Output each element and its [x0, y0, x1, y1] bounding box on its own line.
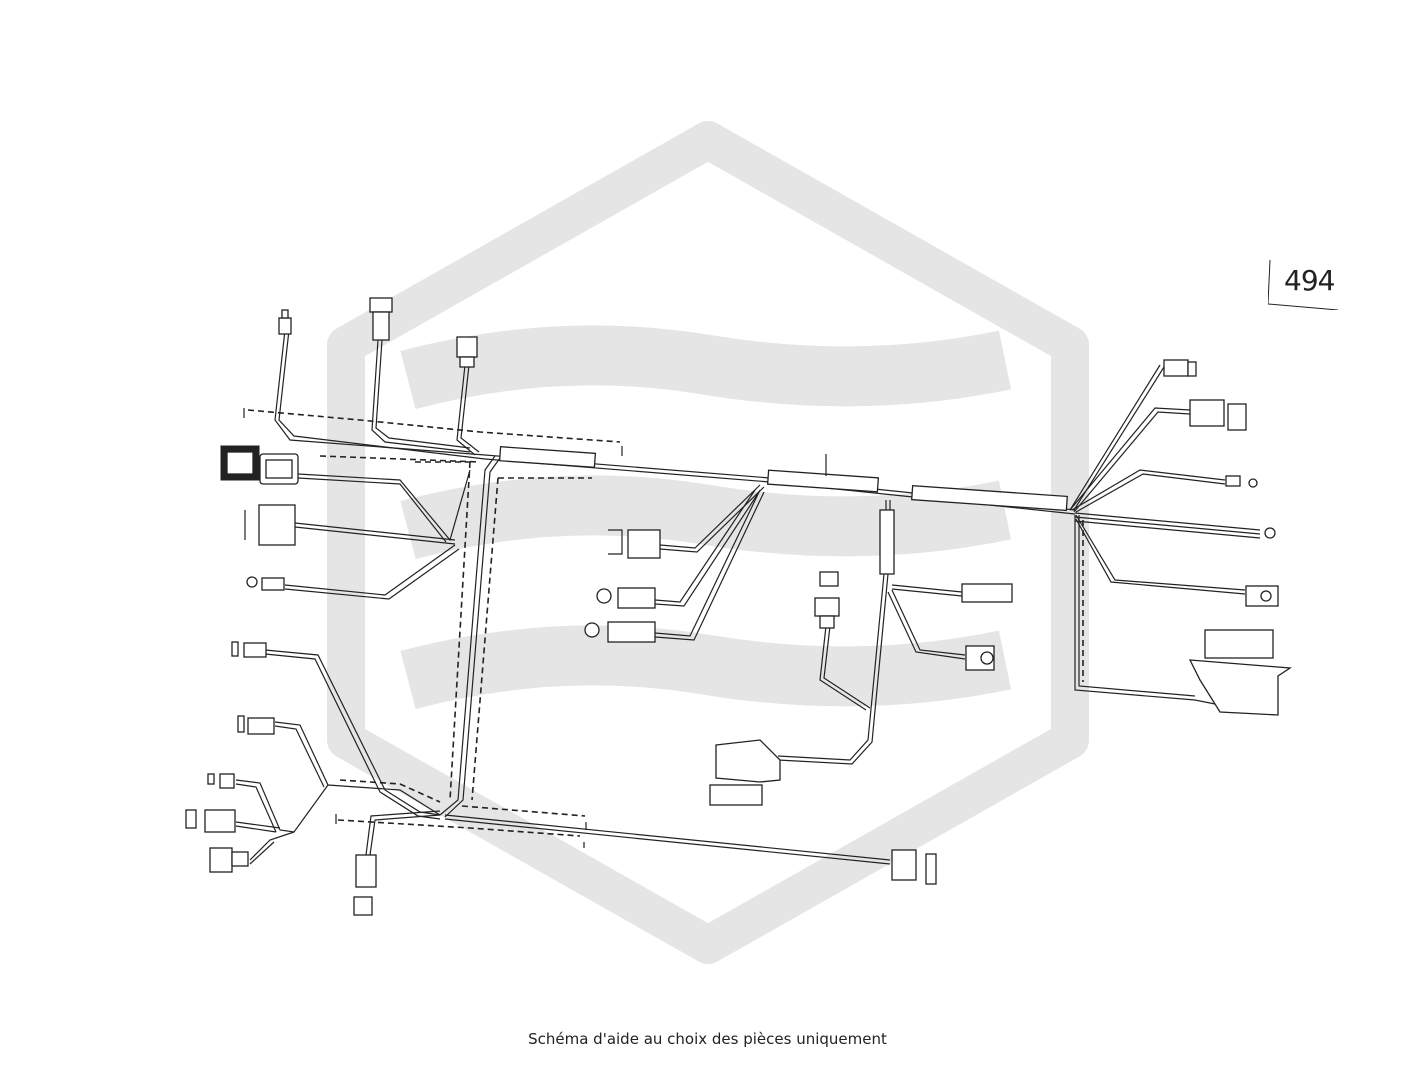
watermark-logo: [327, 121, 1089, 964]
bottom-branch: [444, 814, 937, 885]
reference-label-box: [1267, 258, 1340, 311]
right-branches: [1069, 359, 1292, 716]
center-branches: [584, 484, 765, 643]
diagram-caption: Schéma d'aide au choix des pièces unique…: [528, 1030, 887, 1048]
left-connectors: [220, 445, 471, 600]
reference-label-border: [1267, 259, 1339, 311]
reference-number: 494: [1284, 264, 1335, 297]
top-left-branches: [243, 297, 623, 463]
center-right-branches: [709, 500, 1013, 806]
main-trunk: [484, 446, 1076, 515]
lower-left-branches: [185, 641, 587, 916]
